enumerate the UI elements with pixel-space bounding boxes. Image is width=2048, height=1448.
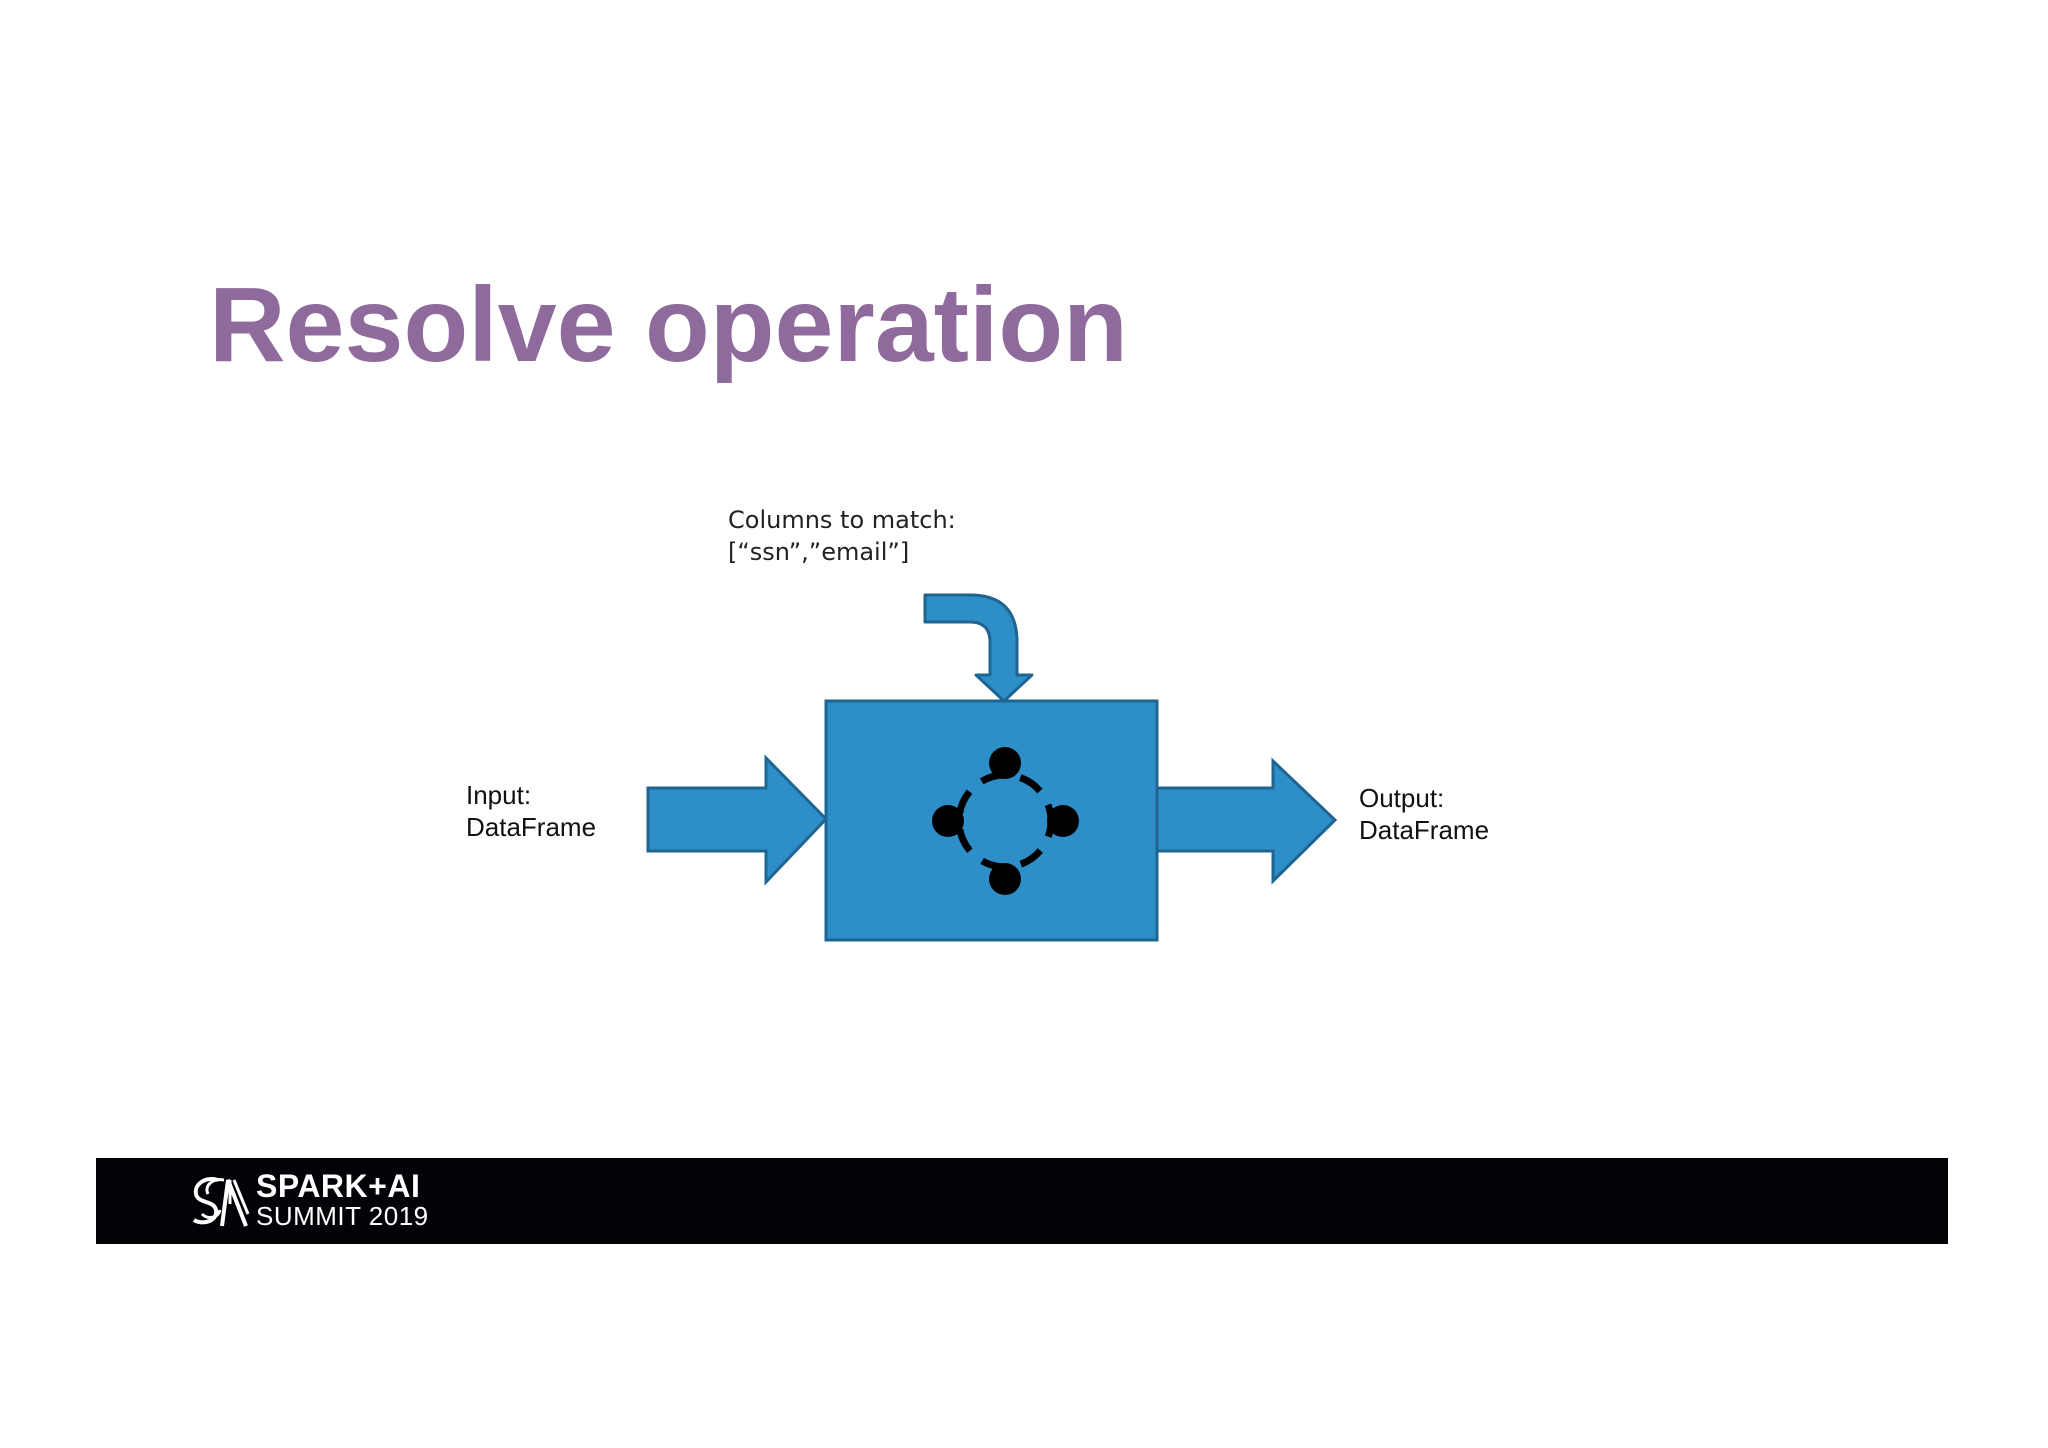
input-label: Input: DataFrame [466,779,596,843]
resolve-process-box [824,699,1159,942]
columns-label-line1: Columns to match: [728,506,956,534]
slide-title: Resolve operation [209,266,1128,384]
brand-wordmark: SPARK+AI SUMMIT 2019 [256,1170,429,1230]
brand-line2: SUMMIT 2019 [256,1201,429,1231]
input-arrow [646,754,829,886]
footer-bar: SPARK+AI SUMMIT 2019 [96,1158,1948,1244]
brand-line1: SPARK+AI [256,1168,421,1204]
output-label: Output: DataFrame [1359,782,1489,846]
output-label-line1: Output: [1359,783,1445,813]
input-label-line2: DataFrame [466,812,597,842]
columns-label-line2: [“ssn”,”email”] [728,538,910,566]
output-arrow [1154,757,1338,885]
spark-ai-logo-icon [192,1177,250,1227]
input-label-line1: Input: [466,780,532,810]
columns-arrow [923,593,1034,703]
resolve-cycle-icon [932,747,1079,895]
output-label-line2: DataFrame [1359,815,1490,845]
columns-to-match-label: Columns to match: [“ssn”,”email”] [728,504,956,568]
